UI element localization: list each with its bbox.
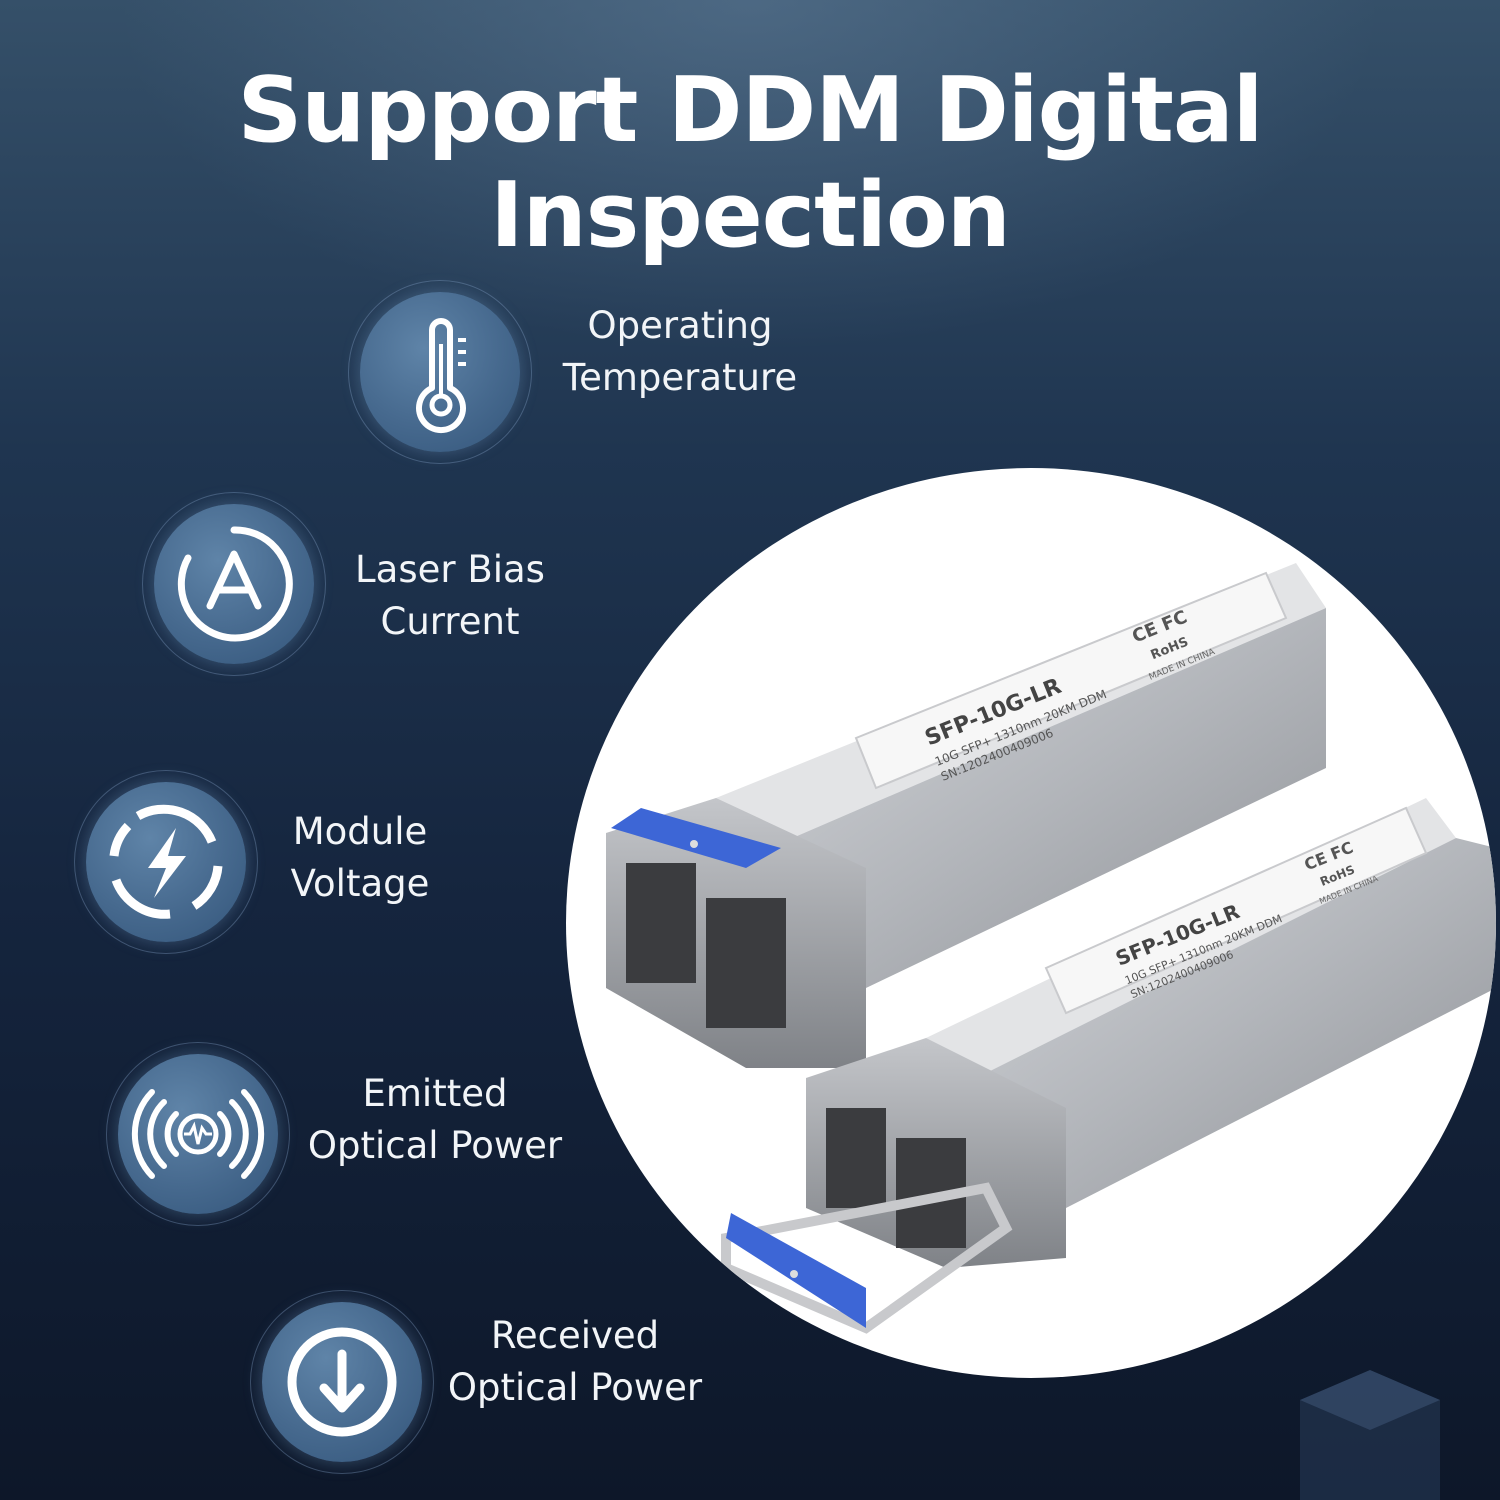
signal-waves-icon [106,1042,290,1226]
download-arrow-icon [250,1290,434,1474]
lightning-icon [74,770,258,954]
thermometer-icon [348,280,532,464]
decorative-cube [1300,1370,1440,1500]
ampere-icon [142,492,326,676]
page-title: Support DDM Digital Inspection [237,58,1263,268]
sfp-module-top: SFP-10G-LR 10G SFP+ 1310nm 20KM DDM SN:1… [606,563,1326,1068]
sfp-module-bottom: SFP-10G-LR 10G SFP+ 1310nm 20KM DDM SN:1… [721,798,1496,1334]
product-photo: SFP-10G-LR 10G SFP+ 1310nm 20KM DDM SN:1… [566,468,1496,1378]
